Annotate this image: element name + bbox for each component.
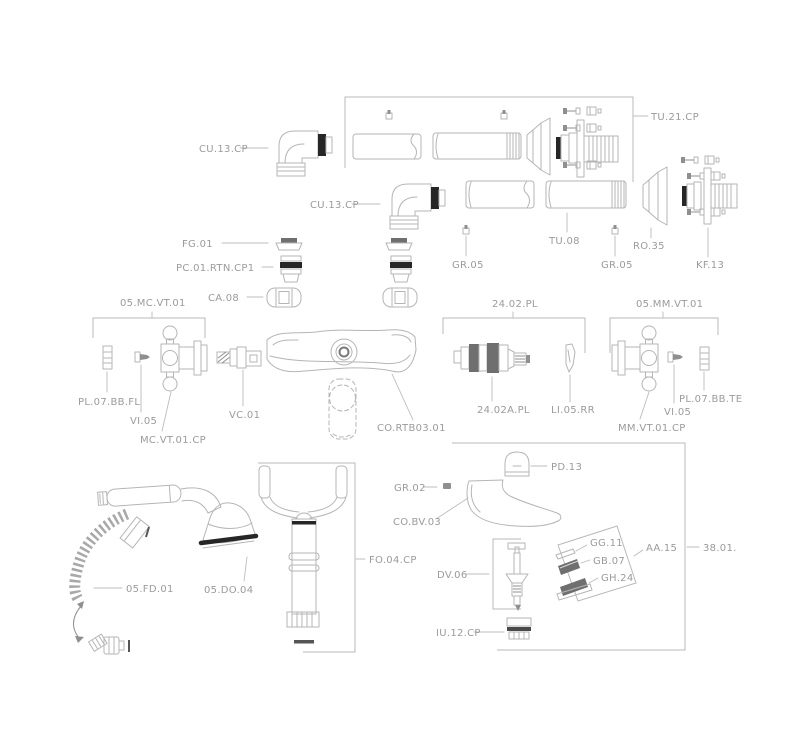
wall-anchor: [102, 345, 113, 370]
wall-anchor: [699, 346, 710, 371]
label-vi05-right: VI.05: [664, 407, 691, 418]
flex-arrow: [73, 601, 84, 643]
label-gr05-left: GR.05: [452, 260, 484, 271]
label-pl07fl: PL.07.BB.FL: [78, 397, 140, 408]
cap-nut: [266, 287, 302, 308]
grub-screw-icon: [500, 109, 508, 120]
wall-union: [556, 106, 619, 178]
valve-cartridge: [216, 346, 262, 369]
label-dv06: DV.06: [437, 570, 467, 581]
label-tu08: TU.08: [548, 236, 580, 247]
pipe-section: [352, 133, 422, 160]
diverter-knob: [504, 451, 530, 477]
label-aa15: AA.15: [646, 543, 677, 554]
label-vi05-left: VI.05: [130, 416, 157, 427]
label-tu21: TU.21.CP: [650, 112, 699, 123]
spout-body: [466, 479, 562, 527]
diverter-rod: [505, 542, 529, 611]
group-handshower: 05.DO.04 05.FD.01: [69, 484, 259, 655]
label-mcvt: MC.VT.01.CP: [140, 435, 206, 446]
tu21-bracket: [344, 96, 634, 182]
label-pc01: PC.01.RTN.CP1: [176, 263, 254, 274]
bushing: [279, 255, 303, 283]
label-gh24: GH.24: [601, 573, 634, 584]
group-fork-column: FO.04.CP: [258, 462, 417, 653]
group-supply-row: CU.13.CP CU.13.CP: [199, 130, 738, 271]
bushing: [389, 255, 413, 283]
label-cobv: CO.BV.03: [393, 517, 441, 528]
group-central-body: CO.RTB03.01: [266, 329, 446, 440]
gasket: [275, 237, 303, 251]
knurled-ring: [558, 559, 580, 575]
flat-washer: [555, 548, 576, 560]
label-group38: 38.01.: [703, 543, 737, 554]
label-fo04: FO.04.CP: [369, 555, 417, 566]
pipe-section: [465, 180, 535, 209]
label-li05: LI.05.RR: [551, 405, 595, 416]
label-gb07: GB.07: [593, 556, 625, 567]
pipe-section-ribbed: [432, 132, 522, 160]
label-gg11: GG.11: [590, 538, 623, 549]
label-gr05-right: GR.05: [601, 260, 633, 271]
grub-screw-icon: [462, 224, 470, 235]
label-mm-group: 05.MM.VT.01: [636, 299, 703, 310]
label-cu13-top: CU.13.CP: [199, 144, 248, 155]
label-fg01: FG.01: [182, 239, 213, 250]
label-ca08: CA.08: [208, 293, 239, 304]
handshower-handle: [97, 484, 182, 507]
label-gr02: GR.02: [394, 483, 426, 494]
label-kf13: KF.13: [696, 260, 724, 271]
label-pl24-group: 24.02.PL: [492, 299, 538, 310]
label-cu13-mid: CU.13.CP: [310, 200, 359, 211]
diverter-nut: [506, 617, 532, 640]
screw: [134, 351, 151, 363]
label-ro35: RO.35: [633, 241, 665, 252]
label-iu12: IU.12.CP: [436, 628, 481, 639]
escutcheon: [526, 117, 551, 176]
shower-hose: [69, 508, 150, 602]
thermostatic-cartridge: [453, 343, 530, 373]
gasket-ring: [556, 578, 593, 601]
group-mm-valve: 05.MM.VT.01 MM.VT.01.CP VI.05 PL.07.BB.T…: [609, 299, 742, 434]
label-mc-group: 05.MC.VT.01: [120, 298, 186, 309]
elbow-fitting: [276, 130, 333, 177]
group-tu21-kit: TU.21.CP: [344, 96, 699, 182]
label-co-rtb: CO.RTB03.01: [377, 423, 446, 434]
grub-screw-icon: [611, 224, 619, 235]
screw: [667, 351, 684, 363]
seal-kit: GG.11 GB.07 GH.24 AA.15: [555, 525, 677, 602]
gasket: [385, 237, 413, 251]
set-screw: [443, 483, 451, 489]
group-small-fittings: FG.01 PC.01.RTN.CP1 CA.08: [176, 237, 418, 308]
group-spout-diverter: 38.01. PD.13 GR.02 CO.BV.03 DV.06: [393, 442, 737, 651]
cap-nut: [382, 287, 418, 308]
label-do04: 05.DO.04: [204, 585, 253, 596]
stop-valve: [160, 325, 208, 392]
escutcheon: [642, 166, 668, 226]
label-mmvt: MM.VT.01.CP: [618, 423, 686, 434]
elbow-fitting: [389, 183, 446, 230]
retainer-clip: [565, 343, 576, 373]
label-pd13: PD.13: [551, 462, 582, 473]
wall-union: [680, 155, 738, 225]
pipe-section-ribbed: [545, 180, 627, 209]
handshower-head: [198, 502, 259, 549]
label-fd01: 05.FD.01: [126, 584, 174, 595]
grub-screw-icon: [385, 109, 393, 120]
group-mc-valve: 05.MC.VT.01 PL.07.BB.FL VI.05 MC.VT.01.C…: [78, 298, 262, 446]
group-2402-cartridge: 24.02.PL 24.02A.PL LI.05.RR: [442, 299, 595, 416]
label-vc01: VC.01: [229, 410, 260, 421]
label-pl07te: PL.07.BB.TE: [679, 394, 742, 405]
stop-valve: [611, 325, 659, 392]
label-pl24a: 24.02A.PL: [477, 405, 530, 416]
hose-end-fitting: [88, 633, 130, 655]
